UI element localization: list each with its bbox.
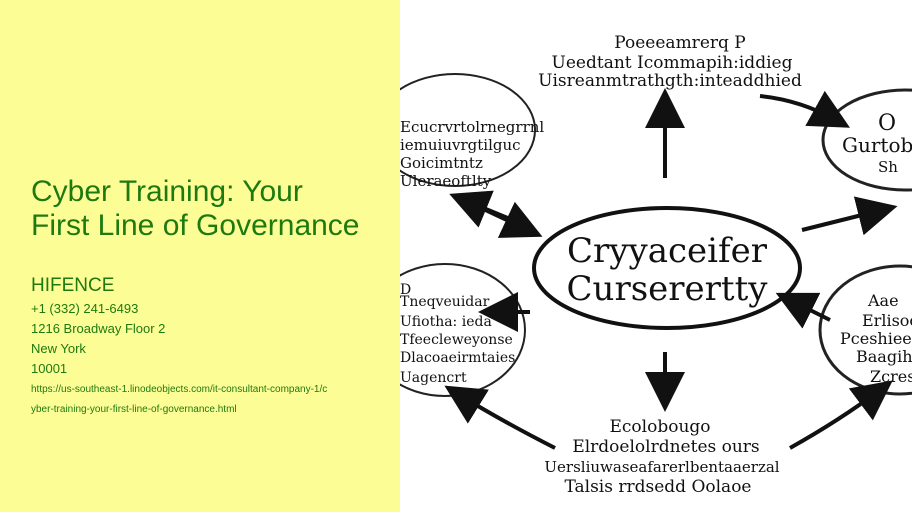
left-bottom-node-line4: Tfeecleweyonse — [400, 332, 513, 348]
arrow-bottom-left-curve — [444, 385, 556, 450]
right-bottom-node-line3: Pceshiee — [840, 329, 912, 348]
street-address: 1216 Broadway Floor 2 — [31, 321, 166, 336]
arrow-right-top — [801, 196, 898, 236]
phone-number: +1 (332) 241-6493 — [31, 301, 139, 316]
top-node-line3: Uisreanmtrathgth:inteaddhied — [538, 71, 802, 91]
arrow-top-right-curve — [759, 90, 850, 128]
right-bottom-node-line5: Zcres — [870, 367, 912, 386]
left-top-node-line2: iemuiuvrgtilguc — [400, 136, 521, 154]
page-title: Cyber Training: Your First Line of Gover… — [31, 175, 360, 242]
center-text-line1: Cryyaceifer — [567, 231, 768, 271]
arrow-bottom-right-curve — [789, 380, 893, 450]
left-top-node-line4: Uleraeoftlty — [400, 172, 492, 190]
left-top-bubble — [400, 73, 536, 187]
arrows — [444, 88, 898, 450]
right-top-node-line2: Gurtob — [842, 133, 912, 157]
right-bottom-node-line1: Aae — [867, 291, 899, 310]
bottom-node-line1: Ecolobougo — [609, 417, 710, 437]
cybersecurity-diagram: Cryyaceifer Curserertty Poeeeamrerq P Ue… — [400, 33, 912, 497]
top-node-line2: Ueedtant Icommapih:iddieg — [552, 53, 793, 73]
arrow-left-top-back — [463, 198, 543, 238]
center-text-line2: Curserertty — [567, 269, 769, 309]
right-bottom-node-line4: Baagihu — [856, 347, 912, 366]
page-url-continued[interactable]: yber-training-your-first-line-of-governa… — [31, 404, 237, 415]
page-url[interactable]: https://us-southeast-1.linodeobjects.com… — [31, 384, 328, 395]
left-panel: Cyber Training: Your First Line of Gover… — [0, 0, 400, 512]
left-top-node-line3: Goicimtntz — [400, 154, 483, 172]
left-bottom-node-line1: D — [400, 282, 411, 298]
right-top-node-line1: O — [878, 111, 896, 136]
top-node-line1: Poeeeamrerq P — [614, 33, 745, 53]
bottom-node-line4: Talsis rrdsedd Oolaoe — [564, 477, 751, 497]
left-bottom-node-line3: Ufiotha: ieda — [400, 314, 492, 330]
left-bottom-node-line2: Tneqveuidar — [400, 294, 490, 310]
right-top-node-line3: Sh — [878, 158, 898, 176]
company-name: HIFENCE — [31, 275, 115, 296]
bottom-node-line2: Elrdoelolrdnetes ours — [572, 437, 759, 457]
left-bottom-node-line6: Uagencrt — [400, 370, 467, 386]
right-bottom-bubble — [818, 264, 912, 396]
center-ellipse — [532, 206, 802, 330]
bottom-node-line3: Uersliuwaseafarerlbentaaerzal — [544, 458, 779, 476]
right-bottom-node-line2: Erlisoc — [862, 311, 912, 330]
zip-code: 10001 — [31, 361, 68, 376]
city: New York — [31, 341, 86, 356]
left-bottom-node-line5: Dlacoaeirmtaies — [400, 350, 515, 366]
diagram-image: Cryyaceifer Curserertty Poeeeamrerq P Ue… — [400, 0, 912, 512]
left-top-node-line1: Ecucrvrtolrnegrrnl — [400, 118, 544, 136]
arrow-right-bottom — [775, 292, 831, 329]
